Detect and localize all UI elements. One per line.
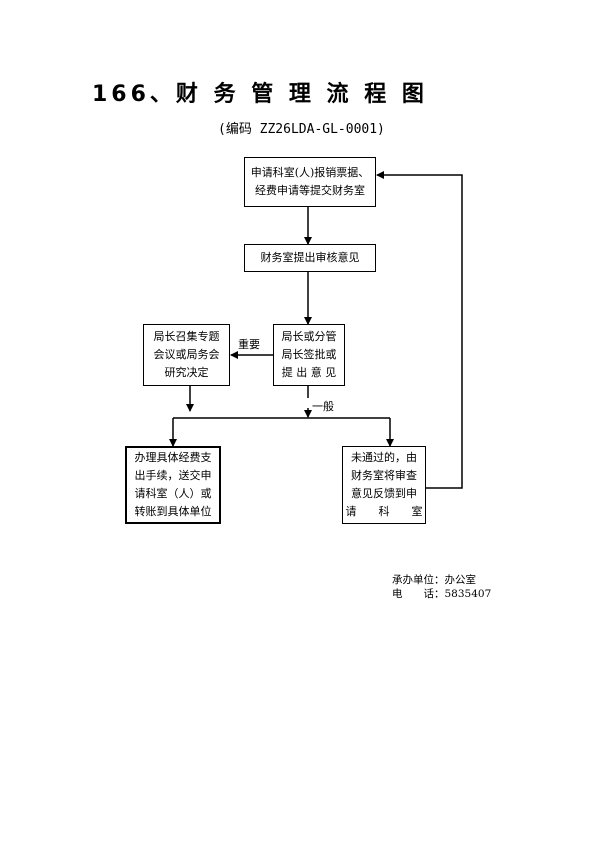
- box-review-text: 财务室提出审核意见: [260, 251, 360, 264]
- footer-unit: 承办单位：办公室: [392, 574, 476, 586]
- box-process: 办理具体经费支 出手续，送交申 请科室（人）或 转账到具体单位: [125, 446, 221, 524]
- box-meeting-text: 局长召集专题 会议或局务会 研究决定: [153, 330, 220, 379]
- label-general: 一般: [312, 400, 334, 413]
- box-reject-text: 未通过的，由 财务室将审查 意见反馈到申 请 科 室: [345, 451, 423, 518]
- box-process-text: 办理具体经费支 出手续，送交申 请科室（人）或 转账到具体单位: [134, 451, 212, 518]
- box-review: 财务室提出审核意见: [244, 244, 376, 272]
- box-meeting: 局长召集专题 会议或局务会 研究决定: [143, 324, 230, 386]
- line-feedback-loop: [376, 171, 463, 489]
- box-leader: 局长或分管 局长签批或 提 出 意 见: [273, 324, 345, 386]
- footer-phone: 电 话：5835407: [392, 588, 492, 600]
- box-apply: 申请科室(人)报销票据、 经费申请等提交财务室: [244, 157, 376, 207]
- box-apply-text: 申请科室(人)报销票据、 经费申请等提交财务室: [250, 166, 370, 197]
- document-code: (编码 ZZ26LDA-GL-0001): [218, 122, 385, 137]
- box-leader-text: 局长或分管 局长签批或 提 出 意 见: [281, 330, 337, 379]
- page-title: 166、财 务 管 理 流 程 图: [92, 82, 428, 107]
- box-reject: 未通过的，由 财务室将审查 意见反馈到申 请 科 室: [342, 446, 426, 524]
- label-important: 重要: [238, 338, 260, 351]
